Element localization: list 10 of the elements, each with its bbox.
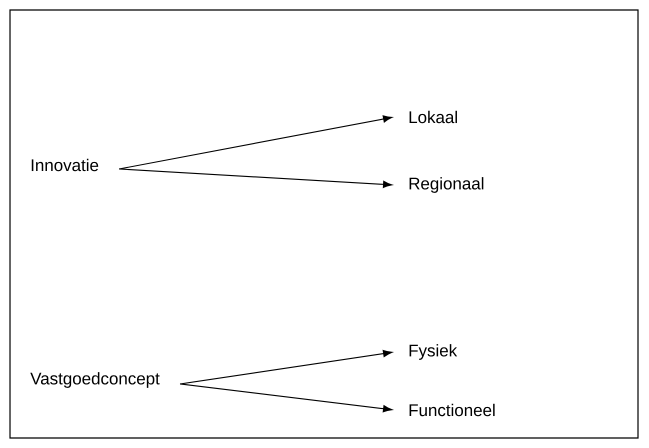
text-label: Lokaal [410, 110, 457, 124]
arrow [180, 383, 392, 412]
arrow [119, 168, 392, 188]
text-label: Regionaal [410, 177, 484, 193]
text-label: Vastgoedconcept [30, 372, 160, 388]
arrow [180, 350, 392, 385]
text-label: Fysiek [410, 344, 458, 360]
arrow [119, 115, 392, 170]
text-label: Innovatie [32, 158, 98, 172]
text-label: Functioneel [410, 404, 495, 416]
